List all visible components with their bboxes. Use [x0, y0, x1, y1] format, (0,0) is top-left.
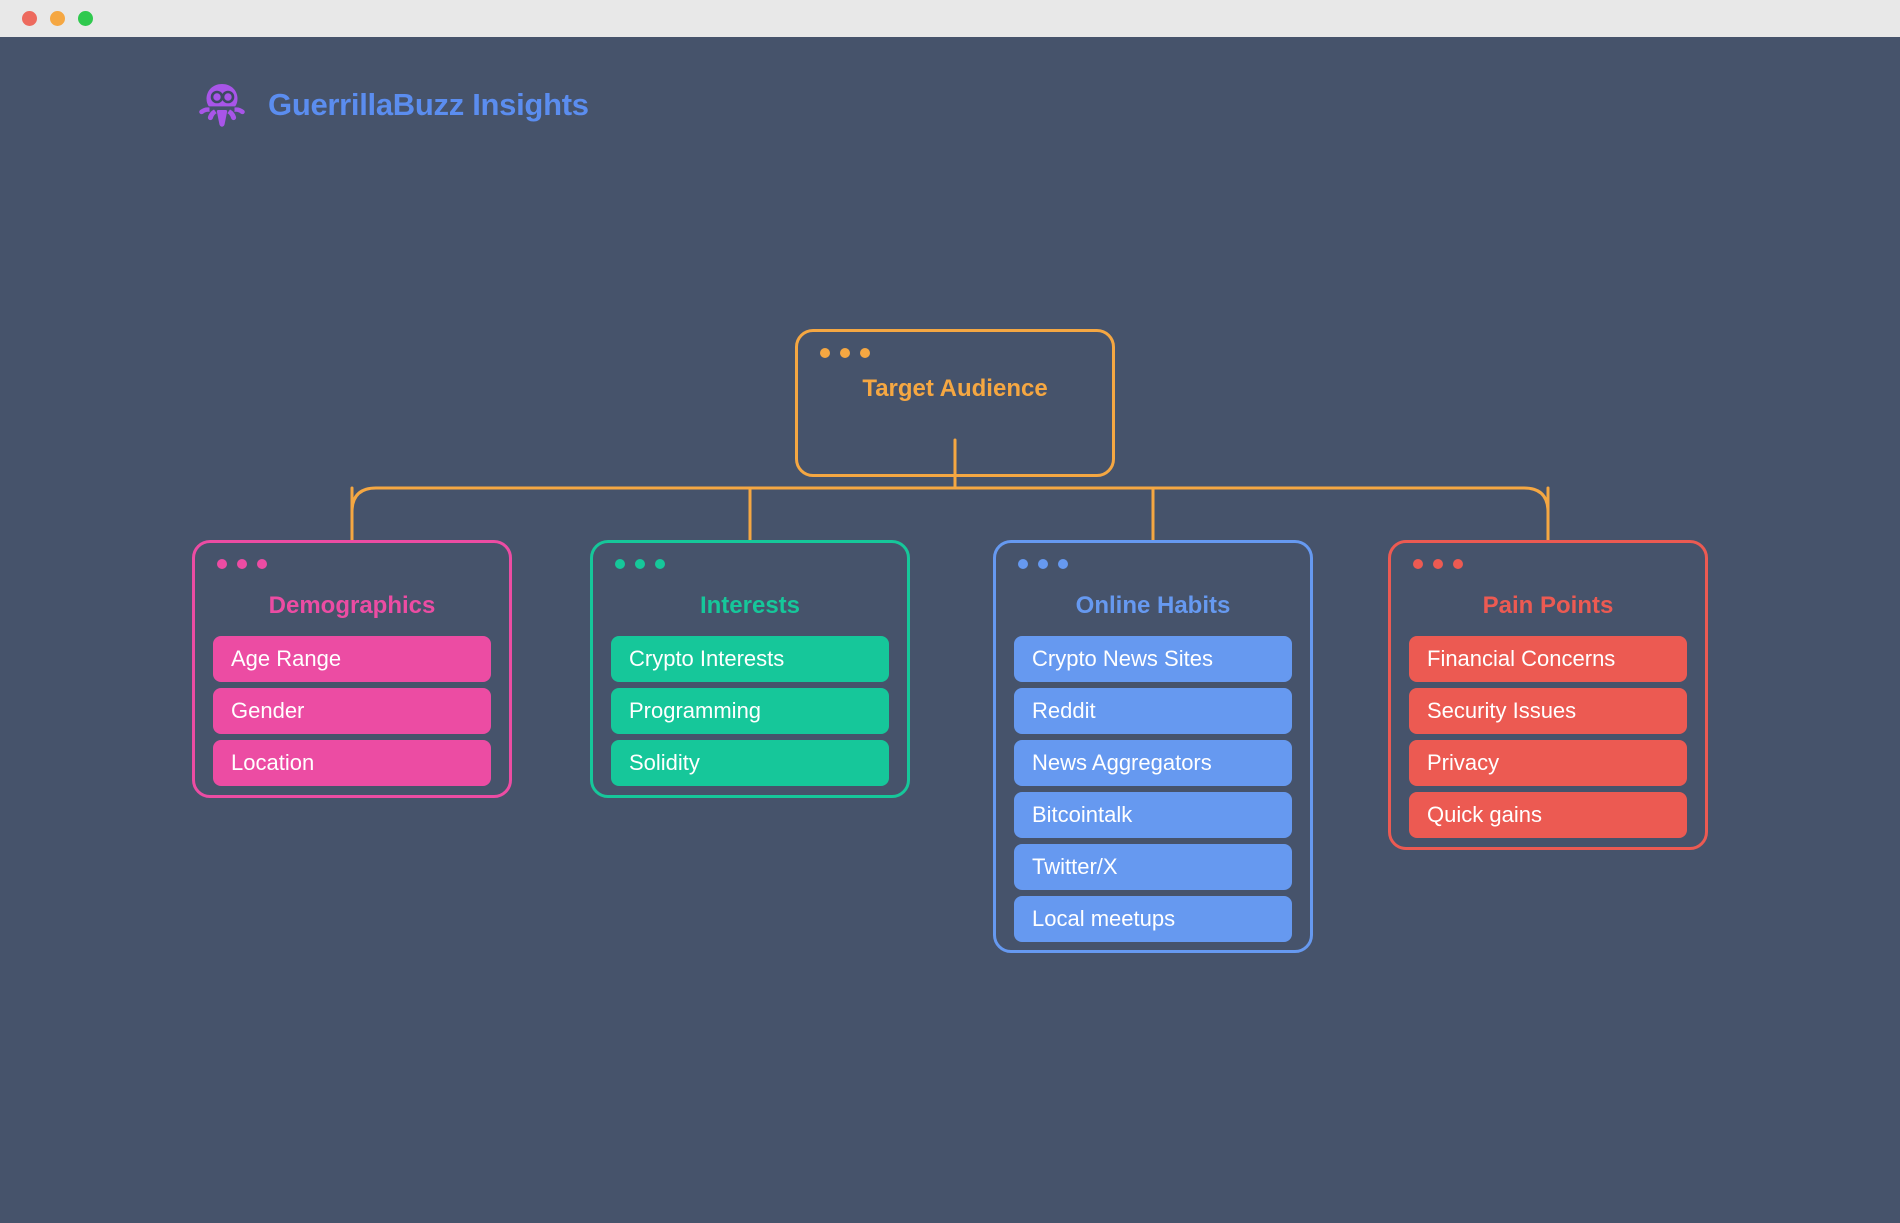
node-title: Interests [699, 592, 801, 619]
brand-header: GuerrillaBuzz Insights [196, 79, 589, 131]
list-item[interactable]: Privacy [1409, 740, 1687, 786]
window-dots-icon [615, 559, 665, 569]
item-list: Financial Concerns Security Issues Priva… [1391, 636, 1705, 838]
list-item[interactable]: Twitter/X [1014, 844, 1292, 890]
list-item[interactable]: Local meetups [1014, 896, 1292, 942]
list-item[interactable]: Solidity [611, 740, 889, 786]
list-item[interactable]: Age Range [213, 636, 491, 682]
list-item[interactable]: Security Issues [1409, 688, 1687, 734]
node-interests[interactable]: Interests Crypto Interests Programming S… [590, 540, 910, 798]
node-title: Demographics [268, 592, 436, 619]
app-title: GuerrillaBuzz Insights [268, 87, 589, 122]
window-titlebar [0, 0, 1900, 37]
item-list: Age Range Gender Location [195, 636, 509, 786]
item-list: Crypto Interests Programming Solidity [593, 636, 907, 786]
node-target-audience[interactable]: Target Audience [795, 329, 1115, 477]
window-dots-icon [820, 348, 870, 358]
list-item[interactable]: Bitcointalk [1014, 792, 1292, 838]
list-item[interactable]: Quick gains [1409, 792, 1687, 838]
window-dots-icon [217, 559, 267, 569]
diagram-canvas: GuerrillaBuzz Insights Target Audience D… [0, 37, 1900, 1223]
node-demographics[interactable]: Demographics Age Range Gender Location [192, 540, 512, 798]
list-item[interactable]: News Aggregators [1014, 740, 1292, 786]
list-item[interactable]: Crypto News Sites [1014, 636, 1292, 682]
maximize-button[interactable] [78, 11, 93, 26]
node-title: Pain Points [1482, 592, 1614, 619]
list-item[interactable]: Financial Concerns [1409, 636, 1687, 682]
list-item[interactable]: Location [213, 740, 491, 786]
node-title: Target Audience [862, 375, 1048, 402]
node-title: Online Habits [1075, 592, 1231, 619]
octopus-icon [196, 79, 248, 131]
list-item[interactable]: Gender [213, 688, 491, 734]
node-pain-points[interactable]: Pain Points Financial Concerns Security … [1388, 540, 1708, 850]
window-dots-icon [1413, 559, 1463, 569]
node-online-habits[interactable]: Online Habits Crypto News Sites Reddit N… [993, 540, 1313, 953]
minimize-button[interactable] [50, 11, 65, 26]
close-button[interactable] [22, 11, 37, 26]
window-dots-icon [1018, 559, 1068, 569]
item-list: Crypto News Sites Reddit News Aggregator… [996, 636, 1310, 942]
list-item[interactable]: Reddit [1014, 688, 1292, 734]
list-item[interactable]: Programming [611, 688, 889, 734]
list-item[interactable]: Crypto Interests [611, 636, 889, 682]
